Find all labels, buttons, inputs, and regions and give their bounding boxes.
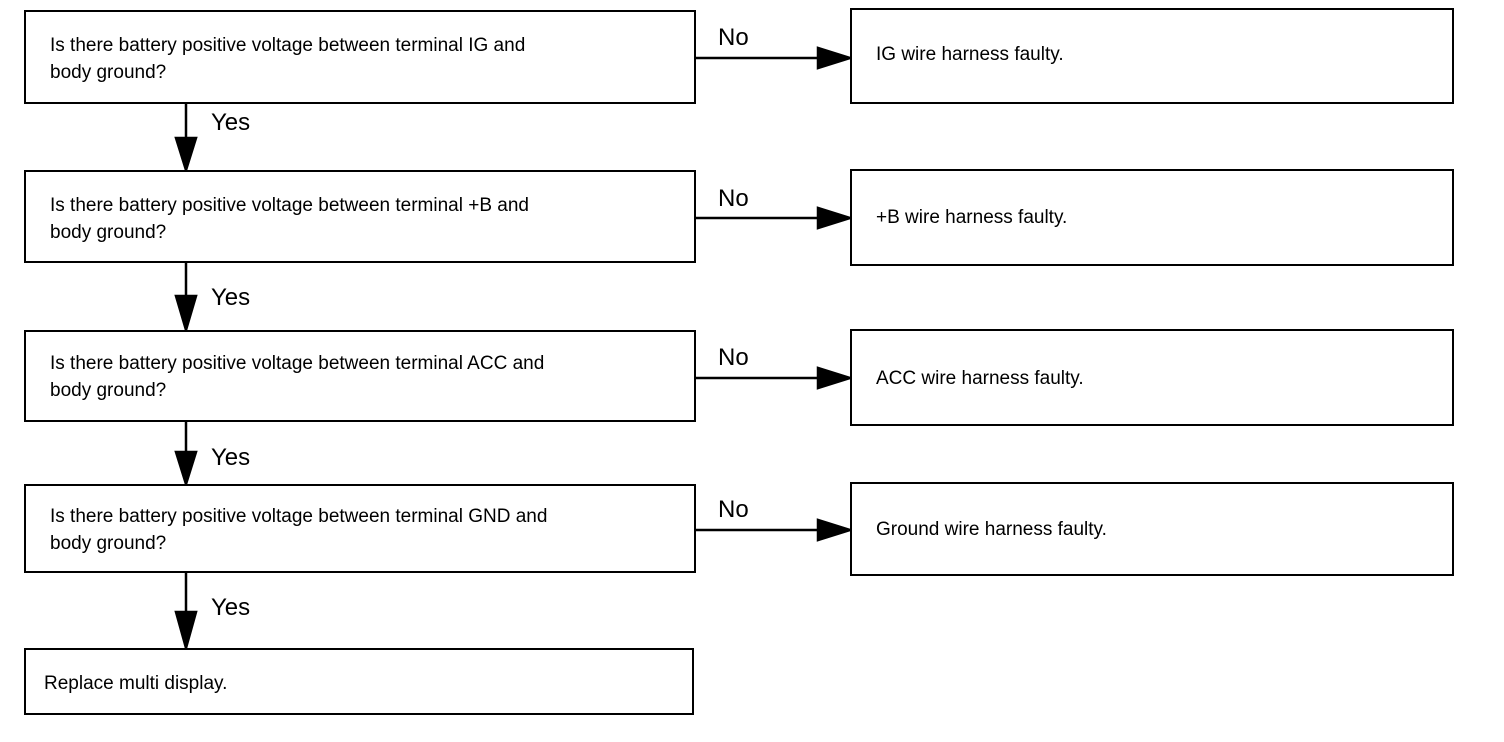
yes-label-3: Yes (211, 444, 251, 471)
result-text-3: ACC wire harness faulty. (876, 368, 1084, 389)
no-label-4: No (718, 496, 749, 523)
question-text-1: Is there battery positive voltage betwee… (50, 35, 526, 83)
question-box-4: Is there battery positive voltage betwee… (24, 484, 696, 573)
yes-label-1: Yes (211, 109, 251, 136)
yes-label-2: Yes (211, 284, 251, 311)
question-text-2: Is there battery positive voltage betwee… (50, 195, 529, 243)
question-text-4: Is there battery positive voltage betwee… (50, 506, 548, 554)
question-box-2: Is there battery positive voltage betwee… (24, 170, 696, 263)
yes-arrowhead-4 (174, 610, 198, 653)
result-text-2: +B wire harness faulty. (876, 207, 1068, 228)
result-text-1: IG wire harness faulty. (876, 44, 1064, 65)
question-box-1: Is there battery positive voltage betwee… (24, 10, 696, 104)
yes-label-4: Yes (211, 594, 251, 621)
result-box-1: IG wire harness faulty. (850, 8, 1454, 104)
no-arrowhead-1 (816, 46, 855, 70)
yes-arrowhead-3 (174, 450, 198, 489)
no-arrowhead-3 (816, 366, 855, 390)
result-box-3: ACC wire harness faulty. (850, 329, 1454, 426)
result-box-4: Ground wire harness faulty. (850, 482, 1454, 576)
yes-arrowhead-1 (174, 136, 198, 175)
no-label-1: No (718, 24, 749, 51)
no-arrowhead-4 (816, 518, 855, 542)
no-arrowhead-2 (816, 206, 855, 230)
result-box-2: +B wire harness faulty. (850, 169, 1454, 266)
no-label-3: No (718, 344, 749, 371)
result-text-4: Ground wire harness faulty. (876, 519, 1107, 540)
question-text-3: Is there battery positive voltage betwee… (50, 353, 545, 401)
yes-arrowhead-2 (174, 294, 198, 335)
final-action-text: Replace multi display. (44, 673, 228, 694)
final-action-box: Replace multi display. (24, 648, 694, 715)
question-box-3: Is there battery positive voltage betwee… (24, 330, 696, 422)
no-label-2: No (718, 185, 749, 212)
